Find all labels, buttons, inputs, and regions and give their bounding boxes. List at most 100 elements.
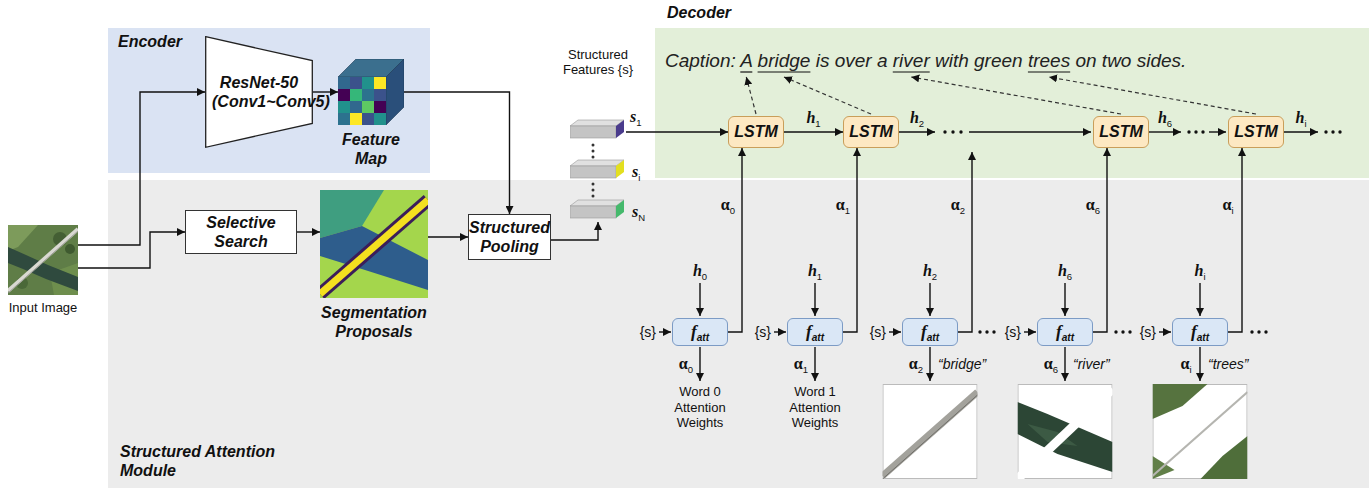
hidden-state-label: h2: [923, 261, 937, 280]
edge-label: α1: [836, 195, 850, 214]
attention-map: [883, 385, 978, 480]
trapezoid-outline: [206, 37, 313, 148]
hidden-state-label: hi: [1295, 108, 1306, 127]
region-heading: Encoder: [118, 33, 182, 51]
feature-label: s1: [630, 107, 642, 126]
hidden-input-arrow: [814, 283, 815, 316]
hidden-input-arrow: [1064, 283, 1065, 316]
lstm-cell: LSTM: [1228, 116, 1284, 148]
attention-label: α6: [1044, 354, 1058, 373]
feature-label: si: [632, 162, 640, 181]
caption-text: Caption: A bridge is over a river with g…: [665, 50, 1186, 73]
region-heading: Decoder: [667, 4, 731, 22]
connector: [297, 231, 320, 232]
edge-label: h1: [806, 108, 820, 127]
box-label: LSTM: [1099, 122, 1143, 141]
word-label: “bridge”: [938, 356, 986, 373]
connector: [626, 131, 728, 132]
input-image: Input Image: [8, 225, 78, 295]
illustration: [8, 225, 78, 295]
attention-output-arrow: [699, 347, 700, 381]
attention-output-arrow: [929, 347, 930, 381]
illustration: [338, 59, 404, 125]
lstm-cell: LSTM: [1093, 116, 1149, 148]
hidden-state-label: h6: [1158, 108, 1172, 127]
edge-label: α0: [721, 195, 735, 214]
attention-output-arrow: [1199, 347, 1200, 381]
figure-caption: Feature Map: [326, 130, 416, 168]
feature-label: sN: [632, 202, 645, 221]
box-label: fatt: [691, 322, 709, 343]
hidden-state-arrow: [1284, 131, 1318, 132]
word-underline: [740, 71, 752, 72]
resnet-block: ResNet-50 (Conv1~Conv5): [205, 36, 313, 148]
box-label: LSTM: [1234, 122, 1278, 141]
connector: [78, 232, 185, 268]
attention-function: fatt: [672, 318, 728, 346]
encoder-region: Encoder ResNet-50 (Conv1~Conv5) Feature Ma…: [108, 28, 430, 173]
box-label: fatt: [921, 322, 939, 343]
connector: [784, 131, 843, 132]
illustration: [8, 225, 78, 295]
hidden-state-label: hi: [1194, 261, 1205, 280]
attention-output-arrow: [1064, 347, 1065, 381]
attention-output-arrow: [814, 347, 815, 381]
figure-caption: Structured Features {s}: [552, 47, 644, 78]
connector: [1093, 148, 1107, 332]
word-label: Word 0 Attention Weights: [664, 384, 736, 431]
attention-label: αi: [1180, 354, 1191, 373]
lstm-cell: LSTM: [728, 116, 784, 148]
attention-label: α0: [679, 354, 693, 373]
word-label: “trees”: [1208, 356, 1248, 373]
lstm-cell: LSTM: [843, 116, 899, 148]
trapezoid-outline: [205, 36, 313, 148]
box-label: fatt: [806, 322, 824, 343]
hidden-state-label: h2: [910, 108, 924, 127]
word-label: “river”: [1073, 356, 1110, 373]
edge-label: αi: [1222, 195, 1233, 214]
region-heading: Structured Attention Module: [120, 443, 290, 480]
feature-set-label: {s}: [870, 324, 886, 341]
feature-map: Feature Map: [338, 59, 404, 125]
attention-arrow: [958, 152, 972, 332]
word-output-arrow: [746, 77, 756, 114]
feature-input-arrow: [1024, 331, 1036, 332]
feature-input-arrow: [659, 331, 671, 332]
process-box: Structured Pooling: [468, 214, 551, 260]
hidden-state-label: h1: [808, 261, 822, 280]
illustration: [320, 190, 428, 298]
word-output-arrow: [1049, 77, 1256, 114]
hidden-input-arrow: [929, 283, 930, 316]
box-label: LSTM: [734, 122, 778, 141]
feature-set-label: {s}: [755, 324, 771, 341]
attention-function: fatt: [787, 318, 843, 346]
figure-caption: Segmentation Proposals: [289, 303, 459, 341]
word-underline: [1028, 71, 1070, 72]
connector: [843, 148, 857, 332]
box-label: Selective Search: [191, 213, 291, 251]
attention-function: fatt: [902, 318, 958, 346]
word-label: Word 1 Attention Weights: [779, 384, 851, 431]
feature-input-arrow: [889, 331, 901, 332]
feature-input-arrow: [1159, 331, 1171, 332]
illustration: [338, 59, 404, 125]
attention-label: α2: [909, 354, 923, 373]
feature-set-label: {s}: [640, 324, 656, 341]
hidden-state-arrow: [1209, 131, 1226, 132]
attention-label: α2: [951, 195, 965, 214]
edge-label: α6: [1086, 195, 1100, 214]
segmentation-image: Segmentation Proposals: [320, 190, 428, 298]
hidden-state-arrow: [969, 131, 1091, 132]
word-underline: [893, 71, 930, 72]
ellipsis-dots: [943, 130, 1341, 333]
illustration: [320, 190, 428, 298]
hidden-state-arrow: [1149, 131, 1181, 132]
attention-label: α1: [794, 354, 808, 373]
box-label: fatt: [1056, 322, 1074, 343]
feature-set-label: {s}: [1005, 324, 1021, 341]
hidden-input-arrow: [1199, 283, 1200, 316]
feature-set-label: {s}: [1140, 324, 1156, 341]
illustration: [570, 120, 624, 218]
hidden-state-label: h0: [693, 261, 707, 280]
word-output-arrow: [784, 77, 871, 114]
